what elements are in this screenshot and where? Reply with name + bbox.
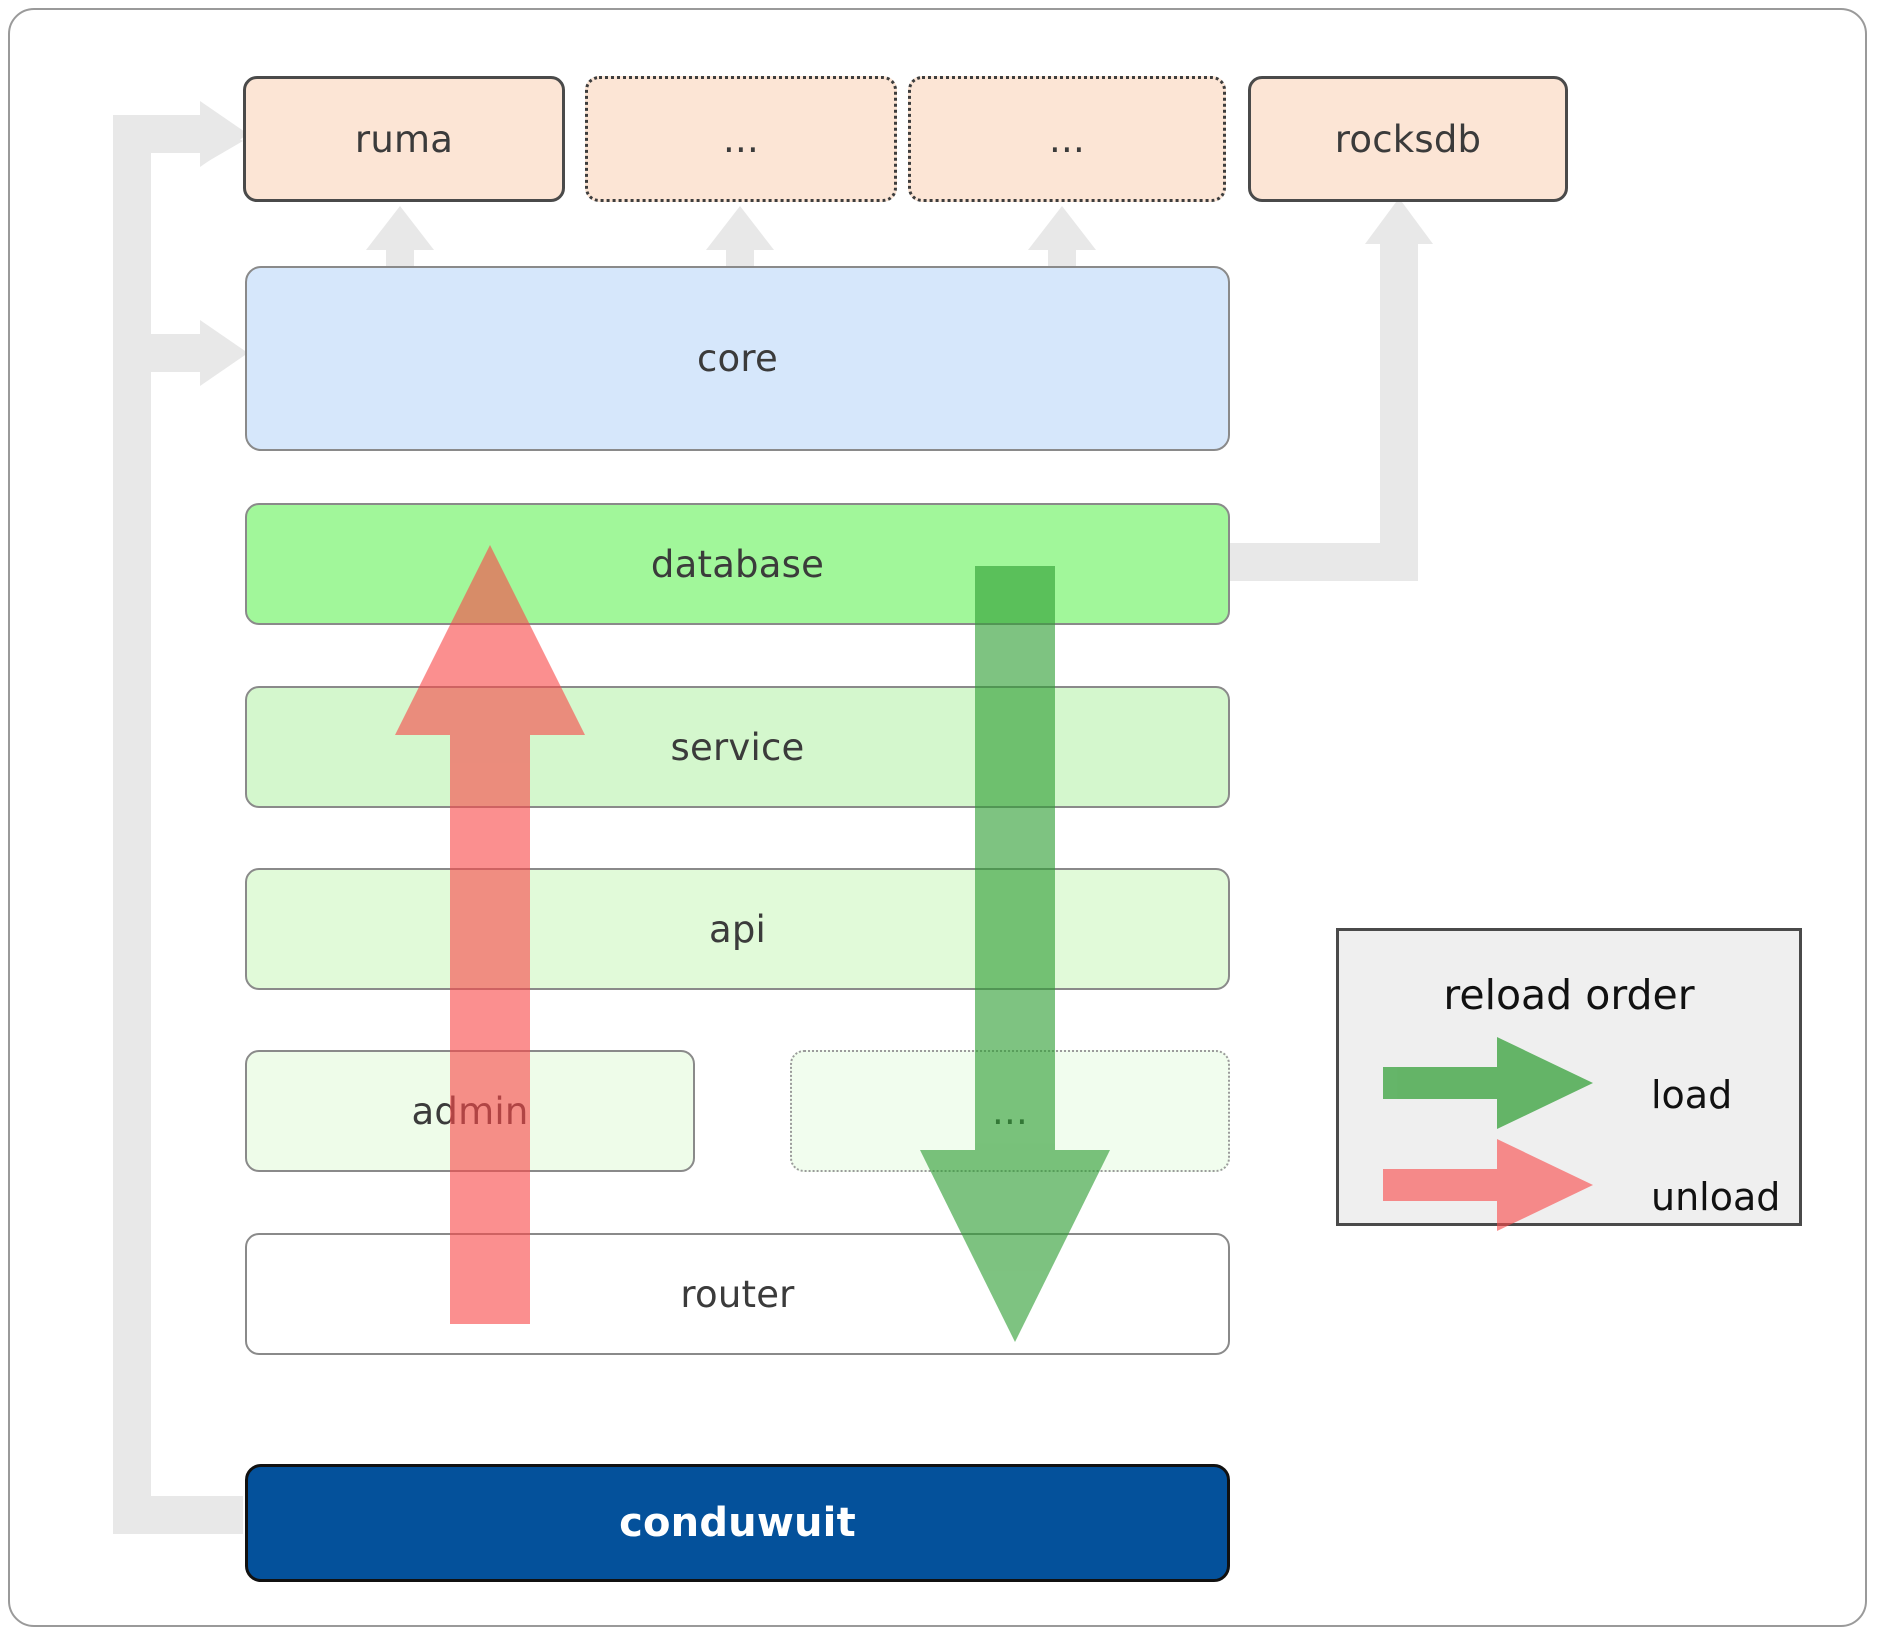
layer-box-api[interactable]: api	[245, 868, 1230, 990]
dependency-label: ruma	[354, 117, 454, 161]
layer-label: service	[670, 725, 805, 769]
layer-box-core[interactable]: core	[245, 266, 1230, 451]
layer-box-database[interactable]: database	[245, 503, 1230, 625]
layer-label: core	[697, 337, 778, 380]
layer-box-admin[interactable]: admin	[245, 1050, 695, 1172]
layer-box-service[interactable]: service	[245, 686, 1230, 808]
diagram-frame	[8, 8, 1867, 1627]
legend-row-load: load	[1339, 1037, 1799, 1151]
legend-panel: reload order load unload	[1336, 928, 1802, 1231]
legend-title: reload order	[1443, 971, 1695, 1019]
layer-label: router	[680, 1272, 795, 1316]
layer-label: ...	[992, 1089, 1028, 1133]
layer-label: api	[708, 907, 767, 951]
load-legend-arrow-icon	[1383, 1037, 1593, 1129]
legend-label-load: load	[1651, 1073, 1733, 1117]
layer-box-placeholder[interactable]: ...	[790, 1050, 1230, 1172]
app-box-conduwuit[interactable]: conduwuit	[245, 1464, 1230, 1582]
app-label: conduwuit	[619, 1500, 856, 1546]
legend-row-unload: unload	[1339, 1139, 1799, 1253]
dependency-label: rocksdb	[1334, 117, 1482, 161]
layer-box-router[interactable]: router	[245, 1233, 1230, 1355]
dependency-box-placeholder-1[interactable]: ...	[585, 76, 897, 202]
dependency-label: ...	[1049, 117, 1085, 161]
unload-legend-arrow-icon	[1383, 1139, 1593, 1231]
dependency-label: ...	[723, 117, 759, 161]
dependency-box-ruma[interactable]: ruma	[243, 76, 565, 202]
dependency-box-rocksdb[interactable]: rocksdb	[1248, 76, 1568, 202]
layer-label: admin	[411, 1089, 529, 1133]
legend-label-unload: unload	[1651, 1175, 1781, 1219]
dependency-box-placeholder-2[interactable]: ...	[908, 76, 1226, 202]
layer-label: database	[650, 542, 825, 586]
